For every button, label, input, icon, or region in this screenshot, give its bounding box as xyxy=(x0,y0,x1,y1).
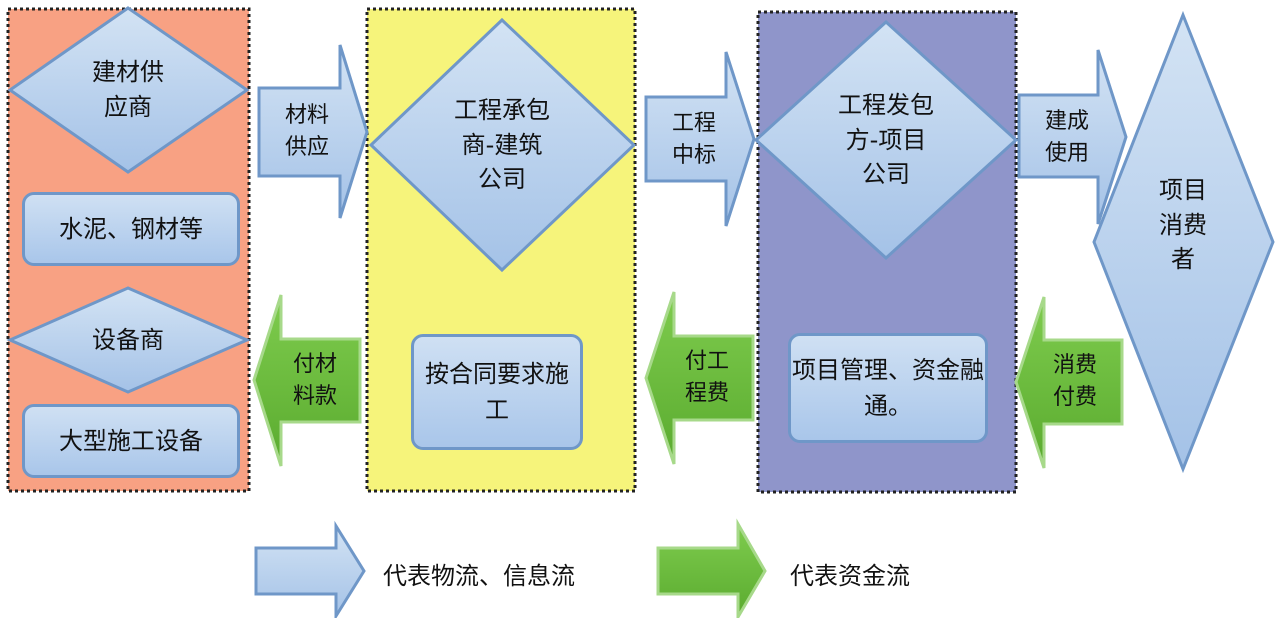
legend-info-flow-text: 代表物流、信息流 xyxy=(383,562,575,590)
equipment-box-text: 大型施工设备 xyxy=(59,427,203,455)
consumer-pay-arrow xyxy=(1014,296,1124,469)
contractor-box: 按合同要求施工 xyxy=(411,334,583,450)
pay-material-label: 付材料款 xyxy=(276,341,354,421)
label-lines: 付工程费 xyxy=(685,346,729,410)
label-line: 消费 xyxy=(1052,353,1097,379)
consumer-label: 项目消费者 xyxy=(1130,165,1236,285)
label-lines: 建成使用 xyxy=(1045,106,1089,170)
building-material-supplier-label: 建材供应商 xyxy=(40,50,216,130)
consumer-hexagon xyxy=(1092,10,1275,474)
label-lines: 材料供应 xyxy=(285,100,329,164)
equipment-supplier-label: 设备商 xyxy=(40,318,216,362)
label-line: 求施工 xyxy=(485,360,569,424)
label-lines: 付材料款 xyxy=(293,349,337,413)
label-line: 使用 xyxy=(1044,141,1089,166)
building-material-supplier-diamond xyxy=(7,6,250,174)
legend-info-flow-arrow xyxy=(254,520,366,618)
pay-material-arrow xyxy=(252,294,362,467)
label-line: 建成 xyxy=(1044,109,1089,135)
label-line: 按合同要 xyxy=(425,360,521,388)
label-lines: 消费付费 xyxy=(1053,350,1097,414)
label-line: 料款 xyxy=(292,384,337,409)
label-lines: 项目管理、资金融通。 xyxy=(791,352,985,424)
label-line: 建材供 xyxy=(92,58,164,87)
label-line: 消费 xyxy=(1159,210,1207,239)
label-lines: 项目消费者 xyxy=(1159,173,1207,277)
label-line: 公司 xyxy=(862,160,910,189)
pay-project-arrow xyxy=(644,291,755,465)
equipment-box: 大型施工设备 xyxy=(22,404,240,478)
label-line: 公司 xyxy=(478,165,526,194)
project-bid-arrow xyxy=(644,51,756,227)
material-supply-arrow xyxy=(257,44,369,219)
label-line: 付材 xyxy=(292,352,337,378)
label-line: 工程承包 xyxy=(454,95,550,124)
contractor-label: 工程承包商-建筑公司 xyxy=(412,85,592,205)
owner-diamond xyxy=(753,19,1019,261)
label-line: 方-项目 xyxy=(845,125,927,154)
owner-label: 工程发包方-项目公司 xyxy=(796,80,976,200)
built-for-use-arrow xyxy=(1017,49,1128,225)
material-supply-label: 材料供应 xyxy=(268,92,346,172)
label-line: 商-建筑 xyxy=(461,130,543,159)
contractor-diamond xyxy=(368,17,637,273)
materials-box: 水泥、钢材等 xyxy=(22,192,240,266)
label-lines: 工程承包商-建筑公司 xyxy=(454,93,550,197)
label-line: 材料 xyxy=(284,103,329,129)
label-line: 工程 xyxy=(671,111,716,137)
project-bid-label: 工程中标 xyxy=(655,100,733,180)
legend-money-flow-text: 代表资金流 xyxy=(790,562,910,590)
label-lines: 建材供应商 xyxy=(92,55,164,125)
consumer-pay-label: 消费付费 xyxy=(1036,342,1114,422)
equipment-supplier-diamond xyxy=(6,286,251,394)
label-line: 供应 xyxy=(284,135,329,160)
label-line: 工程发包 xyxy=(838,90,934,119)
label-line: 付费 xyxy=(1052,385,1097,410)
label-lines: 工程中标 xyxy=(672,108,716,172)
built-for-use-label: 建成使用 xyxy=(1028,98,1106,178)
label-lines: 按合同要求施工 xyxy=(414,356,580,428)
label-lines: 工程发包方-项目公司 xyxy=(838,88,934,192)
equipment-supplier-text: 设备商 xyxy=(92,325,164,354)
label-line: 付工 xyxy=(684,349,729,375)
label-line: 应商 xyxy=(104,93,152,121)
owner-box: 项目管理、资金融通。 xyxy=(788,333,988,443)
label-line: 资金融通。 xyxy=(864,356,984,420)
label-line: 程费 xyxy=(684,381,729,406)
label-line: 项目管理、 xyxy=(792,356,912,384)
label-line: 者 xyxy=(1171,245,1195,274)
legend-money-flow-arrow xyxy=(656,518,767,618)
label-line: 中标 xyxy=(671,143,716,168)
pay-project-label: 付工程费 xyxy=(668,338,746,418)
label-line: 项目 xyxy=(1159,175,1207,204)
materials-box-text: 水泥、钢材等 xyxy=(59,215,203,243)
